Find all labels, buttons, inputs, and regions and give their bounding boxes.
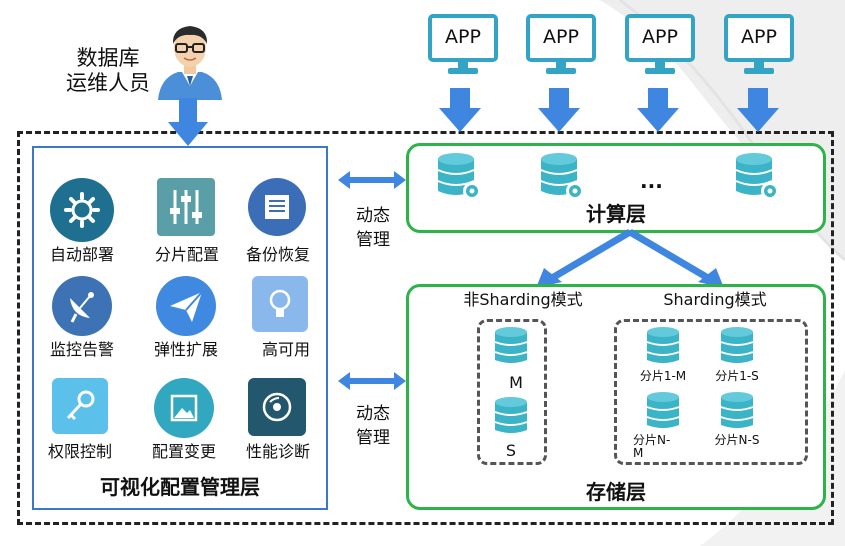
disc-icon: [262, 392, 292, 422]
lightbulb-icon: [269, 289, 291, 317]
person-label-line1: 数据库: [76, 46, 140, 70]
slave-label: S: [505, 441, 517, 460]
monitor-alert-icon[interactable]: [52, 276, 112, 336]
feature-label-monitor-alert: 监控告警: [49, 340, 114, 359]
diverging-arrows: [536, 228, 724, 288]
arrow-down-app-2: [538, 88, 580, 132]
monitor-icon: [724, 14, 794, 74]
app-monitor-3: APP: [625, 14, 695, 78]
shard-n-s-label: 分片N-S: [714, 433, 760, 447]
management-label-bottom: 动态 管理: [348, 402, 398, 450]
gear-icon: [64, 192, 100, 228]
compute-db-icon-1: [437, 153, 481, 200]
storage-layer-title: 存储层: [586, 480, 646, 504]
arrow-down-person: [168, 98, 208, 146]
person-label-line2: 运维人员: [66, 71, 150, 95]
non-sharding-mode-label: 非Sharding模式: [463, 290, 583, 309]
visual-config-panel-title: 可视化配置管理层: [100, 475, 260, 499]
app-monitor-4: APP: [724, 14, 794, 78]
monitor-icon: [625, 14, 695, 74]
app-monitor-2: APP: [526, 14, 596, 78]
shard-1-m-db-icon: [646, 327, 680, 363]
compute-layer-title: 计算层: [586, 202, 646, 226]
management-line1: 动态: [356, 404, 390, 424]
outer-dashed-frame: [17, 131, 834, 525]
master-db-icon: [494, 327, 528, 363]
sharding-mode-label: Sharding模式: [663, 290, 767, 309]
satellite-dish-icon: [70, 292, 94, 323]
shard-n-m-label: 分片N-M: [633, 433, 671, 460]
document-icon: [265, 195, 289, 219]
monitor-icon: [526, 14, 596, 74]
shard-1-m-label: 分片1-M: [639, 369, 687, 383]
sharding-group: [614, 319, 808, 465]
backup-restore-icon[interactable]: [248, 178, 306, 236]
management-label-top: 动态 管理: [348, 204, 398, 252]
bidirectional-arrow-top: [338, 171, 406, 189]
feature-label-auto-deploy: 自动部署: [49, 245, 114, 264]
feature-label-shard-config: 分片配置: [154, 245, 219, 264]
non-sharding-group: [477, 319, 547, 465]
app-label: APP: [741, 26, 777, 48]
app-label: APP: [445, 26, 481, 48]
image-frame-icon: [170, 394, 198, 422]
management-line2: 管理: [356, 428, 390, 448]
management-line1: 动态: [356, 206, 390, 226]
feature-label-performance-diagnosis: 性能诊断: [245, 442, 310, 461]
person-label: 数据库 运维人员: [53, 46, 163, 96]
feature-label-permission-control: 权限控制: [47, 442, 112, 461]
key-icon: [66, 390, 95, 421]
feature-label-elastic-scale: 弹性扩展: [153, 340, 218, 359]
arrow-down-app-1: [439, 88, 481, 132]
app-label: APP: [543, 26, 579, 48]
dba-person-icon: [158, 26, 222, 100]
compute-db-icon-2: [540, 153, 584, 200]
config-change-icon[interactable]: [154, 378, 214, 438]
bidirectional-arrow-bottom: [338, 372, 406, 390]
shard-n-m-db-icon: [646, 392, 680, 428]
arrow-down-app-4: [737, 88, 779, 132]
elastic-scale-icon[interactable]: [156, 276, 216, 336]
management-line2: 管理: [356, 230, 390, 250]
feature-label-config-change: 配置变更: [151, 442, 216, 461]
performance-diagnosis-icon[interactable]: [248, 378, 306, 436]
paper-plane-icon: [170, 291, 203, 322]
compute-db-icon-3: [735, 153, 779, 200]
permission-control-icon[interactable]: [52, 378, 108, 434]
shard-n-s-db-icon: [720, 392, 754, 428]
compute-ellipsis: ...: [640, 169, 663, 193]
shard-1-s-label: 分片1-S: [715, 369, 759, 383]
app-monitor-1: APP: [428, 14, 498, 78]
app-label: APP: [642, 26, 678, 48]
arrow-down-app-3: [637, 88, 679, 132]
slave-db-icon: [494, 397, 528, 433]
high-availability-icon[interactable]: [252, 276, 308, 332]
shard-config-icon[interactable]: [157, 178, 215, 236]
auto-deploy-icon[interactable]: [50, 178, 114, 242]
shard-1-s-db-icon: [720, 327, 754, 363]
monitor-icon: [428, 14, 498, 74]
sliders-icon: [170, 190, 202, 224]
feature-label-backup-restore: 备份恢复: [245, 245, 310, 264]
master-label: M: [509, 373, 523, 392]
feature-label-high-availability: 高可用: [261, 340, 310, 359]
